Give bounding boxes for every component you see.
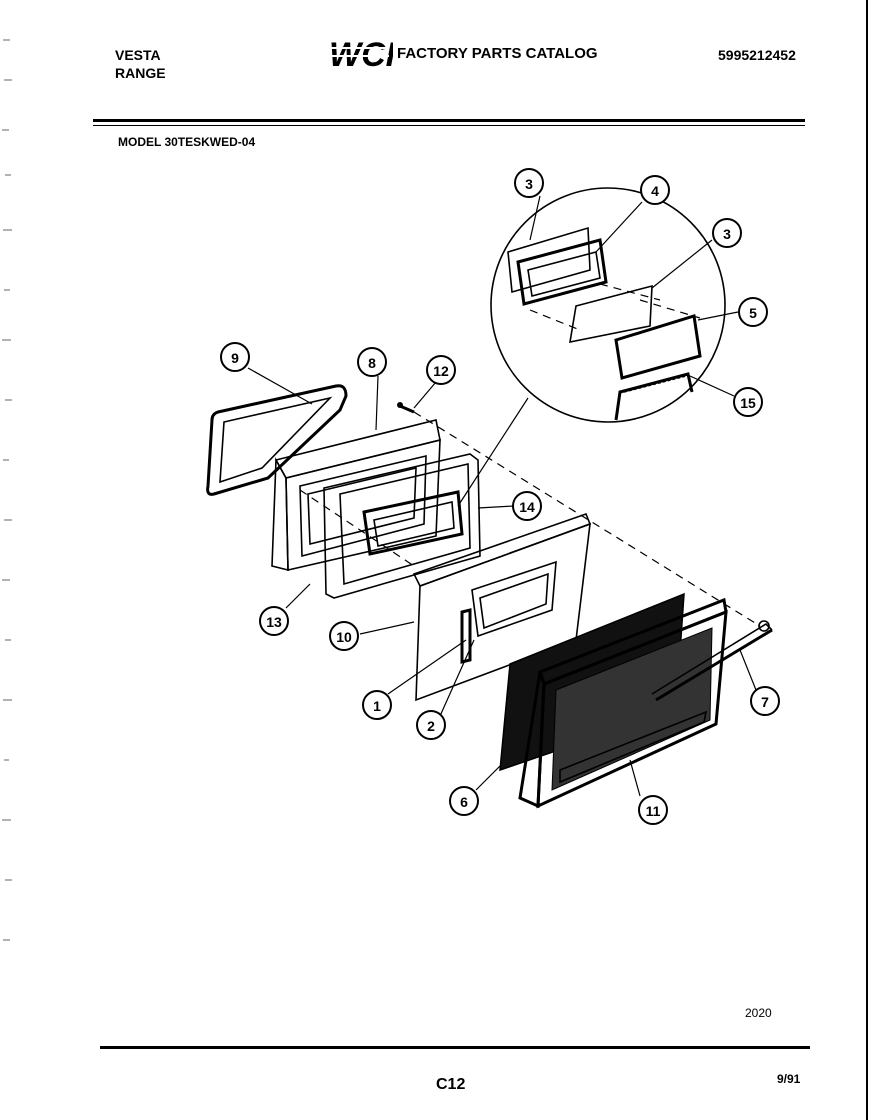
- wci-logo: WCI: [327, 36, 397, 74]
- glass-panel-upper: [507, 226, 591, 294]
- catalog-title: FACTORY PARTS CATALOG: [397, 45, 598, 62]
- svg-text:3: 3: [723, 226, 731, 242]
- page-border-right: [866, 0, 868, 1120]
- callout-3-upper: 3: [514, 168, 544, 198]
- svg-text:5: 5: [749, 305, 757, 321]
- callout-4: 4: [640, 175, 670, 205]
- glass-bracket: [614, 372, 694, 421]
- svg-text:7: 7: [761, 694, 769, 710]
- svg-text:6: 6: [460, 794, 468, 810]
- callout-5: 5: [738, 297, 768, 327]
- callout-10: 10: [329, 621, 359, 651]
- detail-leader: [457, 397, 529, 507]
- scan-edge-marks: [2, 39, 12, 941]
- svg-text:10: 10: [336, 629, 352, 645]
- callout-15: 15: [733, 387, 763, 417]
- header-rule-thin: [93, 125, 805, 126]
- detail-parts: [507, 226, 702, 421]
- inner-glass-assembly: [323, 453, 481, 599]
- svg-text:9: 9: [231, 350, 239, 366]
- brand-line-2: RANGE: [115, 65, 166, 81]
- svg-text:1: 1: [373, 698, 381, 714]
- callout-1: 1: [362, 690, 392, 720]
- glass-frame: [516, 238, 608, 306]
- svg-text:15: 15: [740, 395, 756, 411]
- model-label: MODEL 30TESKWED-04: [118, 135, 256, 149]
- callout-2: 2: [416, 710, 446, 740]
- door-gasket: [206, 384, 348, 496]
- detail-magnifier-circle: [490, 187, 726, 423]
- header-rule-thick: [93, 119, 805, 122]
- glass-retainer: [614, 314, 702, 380]
- callout-9: 9: [220, 342, 250, 372]
- brand-line-1: VESTA: [115, 47, 161, 63]
- catalog-number: 5995212452: [718, 47, 796, 63]
- svg-text:4: 4: [651, 183, 659, 199]
- callout-12: 12: [426, 355, 456, 385]
- svg-text:14: 14: [519, 499, 535, 515]
- glass-panel-lower: [569, 284, 653, 344]
- callout-3-lower: 3: [712, 218, 742, 248]
- callout-11: 11: [638, 795, 668, 825]
- page-number: C12: [436, 1076, 466, 1093]
- callout-7: 7: [750, 686, 780, 716]
- svg-text:2: 2: [427, 718, 435, 734]
- screw: [399, 404, 415, 414]
- revision-date: 9/91: [777, 1072, 801, 1086]
- callout-6: 6: [449, 786, 479, 816]
- svg-text:13: 13: [266, 614, 282, 630]
- callout-8: 8: [357, 347, 387, 377]
- door-panel-top: [412, 512, 592, 587]
- door-handle: [655, 628, 773, 702]
- svg-text:3: 3: [525, 176, 533, 192]
- diagram-code: 2020: [745, 1006, 772, 1020]
- callout-14: 14: [512, 491, 542, 521]
- callout-13: 13: [259, 606, 289, 636]
- footer-rule: [100, 1046, 810, 1049]
- svg-text:8: 8: [368, 355, 376, 371]
- svg-text:11: 11: [646, 803, 661, 819]
- svg-text:12: 12: [433, 363, 449, 379]
- brand-name: VESTA RANGE: [115, 46, 166, 82]
